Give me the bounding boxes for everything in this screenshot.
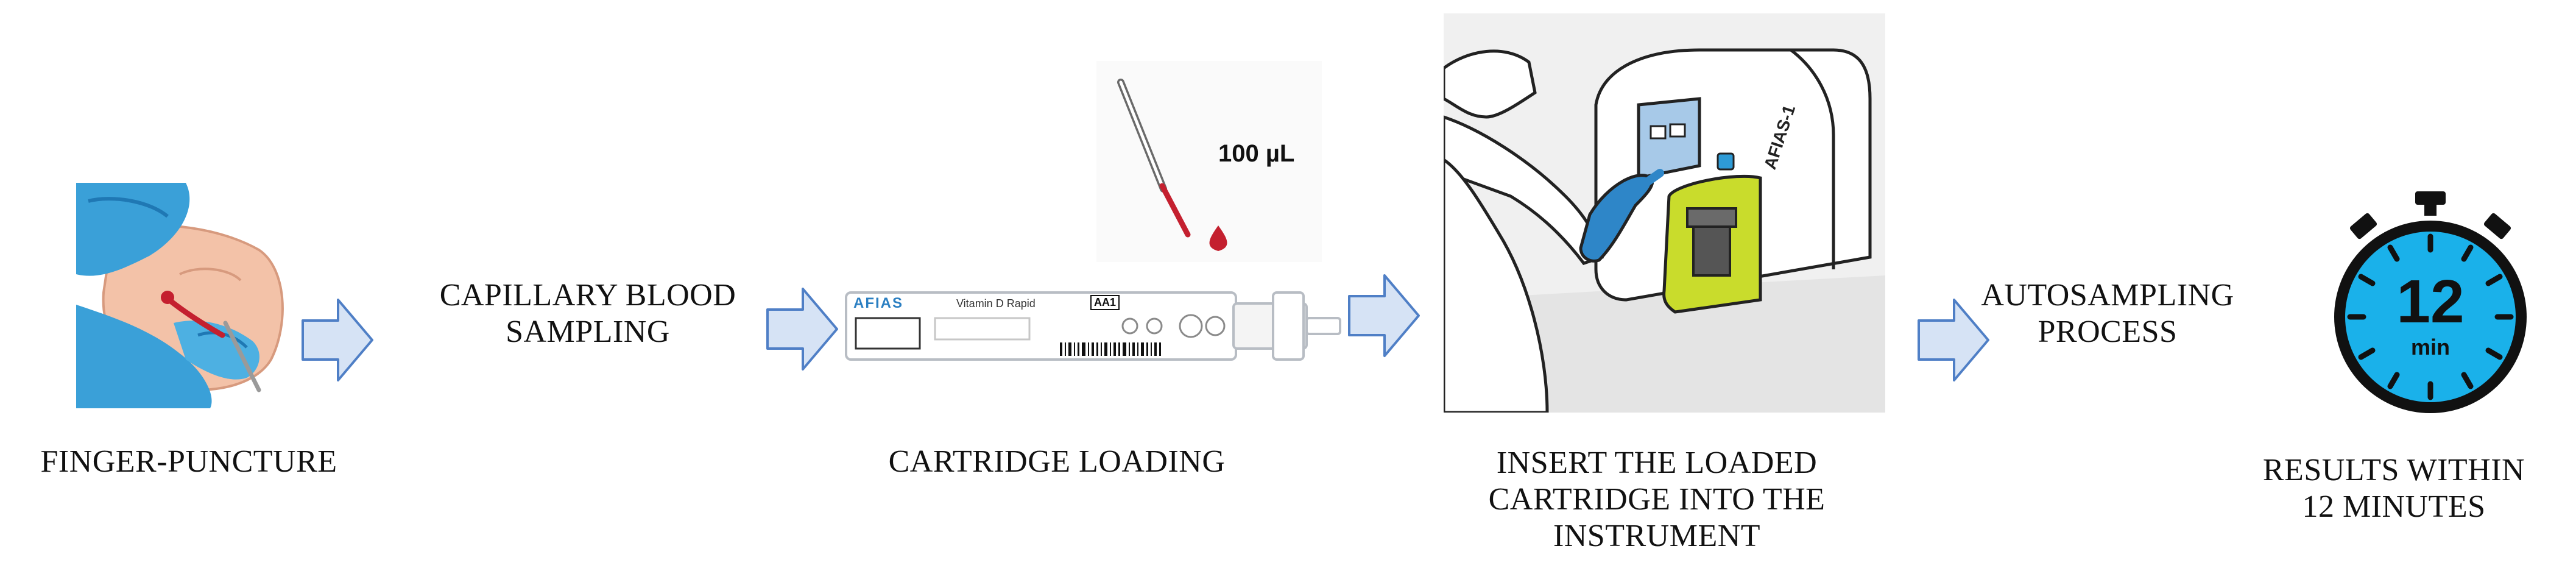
flow-arrow-1 [302,297,375,383]
step-label-line: 12 MINUTES [2302,489,2486,524]
cartridge-code: AA1 [1090,295,1120,310]
flow-arrow-3 [1348,273,1421,358]
stopwatch-icon: 12 min [2327,189,2534,414]
step-label-line: INSERT THE LOADED [1496,445,1818,480]
step-label-capillary-blood-sampling: CAPILLARY BLOOD SAMPLING [408,277,768,350]
step-label-line: SAMPLING [506,314,670,349]
step-label-line: PROCESS [2038,314,2178,349]
timer-number: 12 [2396,268,2465,336]
step-label-autosampling: AUTOSAMPLING PROCESS [1961,277,2254,350]
pipette-volume-label: 100 µL [1218,140,1295,167]
step-label-insert-cartridge: INSERT THE LOADED CARTRIDGE INTO THE INS… [1419,445,1894,555]
cartridge-brand: AFIAS [853,295,903,311]
step-label-finger-puncture: FINGER-PUNCTURE [40,444,337,479]
pipette-illustration: 100 µL [1096,61,1322,262]
step-label-line: RESULTS WITHIN [2262,453,2525,488]
arrow-right-icon [302,299,373,381]
flow-arrow-4 [1918,297,1991,383]
arrow-right-icon [1918,299,1989,381]
step-label-cartridge-loading: CARTRIDGE LOADING [888,444,1226,479]
arrow-right-icon [766,288,838,370]
step-label-line: CARTRIDGE INTO THE [1488,482,1826,517]
cartridge-product: Vitamin D Rapid [956,297,1036,310]
arrow-right-icon [1348,274,1420,357]
step-label-line: AUTOSAMPLING [1981,278,2234,313]
finger-puncture-illustration [76,183,292,408]
instrument-illustration: AFIAS-1 [1444,13,1885,413]
step-label-line: CAPILLARY BLOOD [439,278,736,313]
timer-unit: min [2410,335,2450,360]
flow-arrow-2 [766,286,839,372]
cartridge-illustration: AFIAS Vitamin D Rapid AA1 [844,274,1343,378]
step-label-results: RESULTS WITHIN 12 MINUTES [2217,452,2571,525]
step-label-line: INSTRUMENT [1553,519,1761,553]
